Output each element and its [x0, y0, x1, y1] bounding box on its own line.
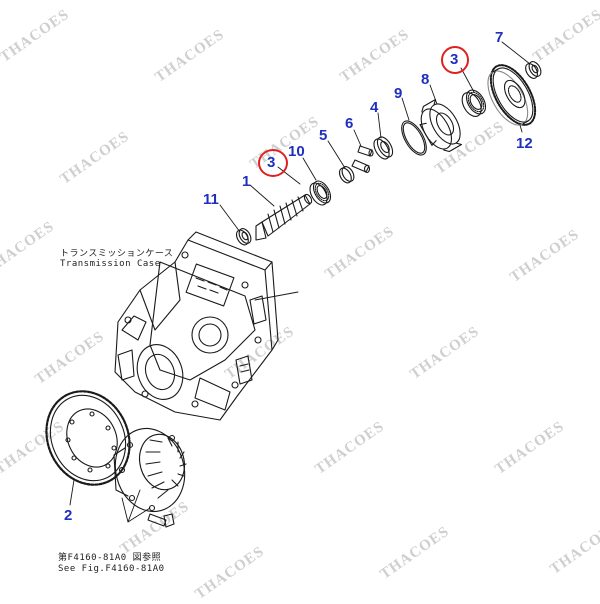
- bearing-7: [525, 61, 542, 79]
- callout-1[interactable]: 1: [242, 173, 251, 190]
- bearing-3-upper: [461, 89, 487, 117]
- callout-10[interactable]: 10: [288, 143, 305, 160]
- callout-9[interactable]: 9: [394, 85, 403, 102]
- bearing-4: [373, 136, 394, 160]
- callout-6[interactable]: 6: [345, 115, 354, 132]
- callout-5[interactable]: 5: [319, 127, 328, 144]
- callout-3-lower[interactable]: 3: [267, 154, 276, 171]
- differential-housing: [113, 427, 187, 513]
- caption-case-jp: トランスミッションケース: [60, 249, 174, 259]
- callout-8[interactable]: 8: [421, 71, 430, 88]
- bevel-pinion-1: [255, 193, 313, 241]
- callout-12[interactable]: 12: [516, 135, 533, 152]
- cage-8: [419, 98, 463, 153]
- ring-gear-2: [45, 390, 131, 486]
- caption-case-en: Transmission Case: [60, 259, 161, 269]
- callout-11[interactable]: 11: [203, 191, 219, 208]
- caption-ref-en: See Fig.F4160-81A0: [58, 564, 165, 574]
- callout-3-upper[interactable]: 3: [450, 51, 459, 68]
- callout-4[interactable]: 4: [370, 99, 379, 116]
- leader-lines: [69, 41, 531, 523]
- pin-6: [351, 145, 374, 174]
- bearing-11: [235, 228, 252, 246]
- o-ring-9: [401, 120, 427, 156]
- highlight-circle: [441, 46, 469, 74]
- gear-12: [487, 64, 537, 126]
- highlight-circle: [258, 149, 288, 177]
- transmission-case: [114, 231, 279, 421]
- bolt: [147, 513, 175, 528]
- callout-7[interactable]: 7: [495, 29, 504, 46]
- caption-ref-jp: 第F4160-81A0 図参照: [58, 553, 162, 563]
- bearing-10: [309, 180, 332, 206]
- callout-2[interactable]: 2: [64, 507, 73, 524]
- spacer-5: [338, 166, 355, 184]
